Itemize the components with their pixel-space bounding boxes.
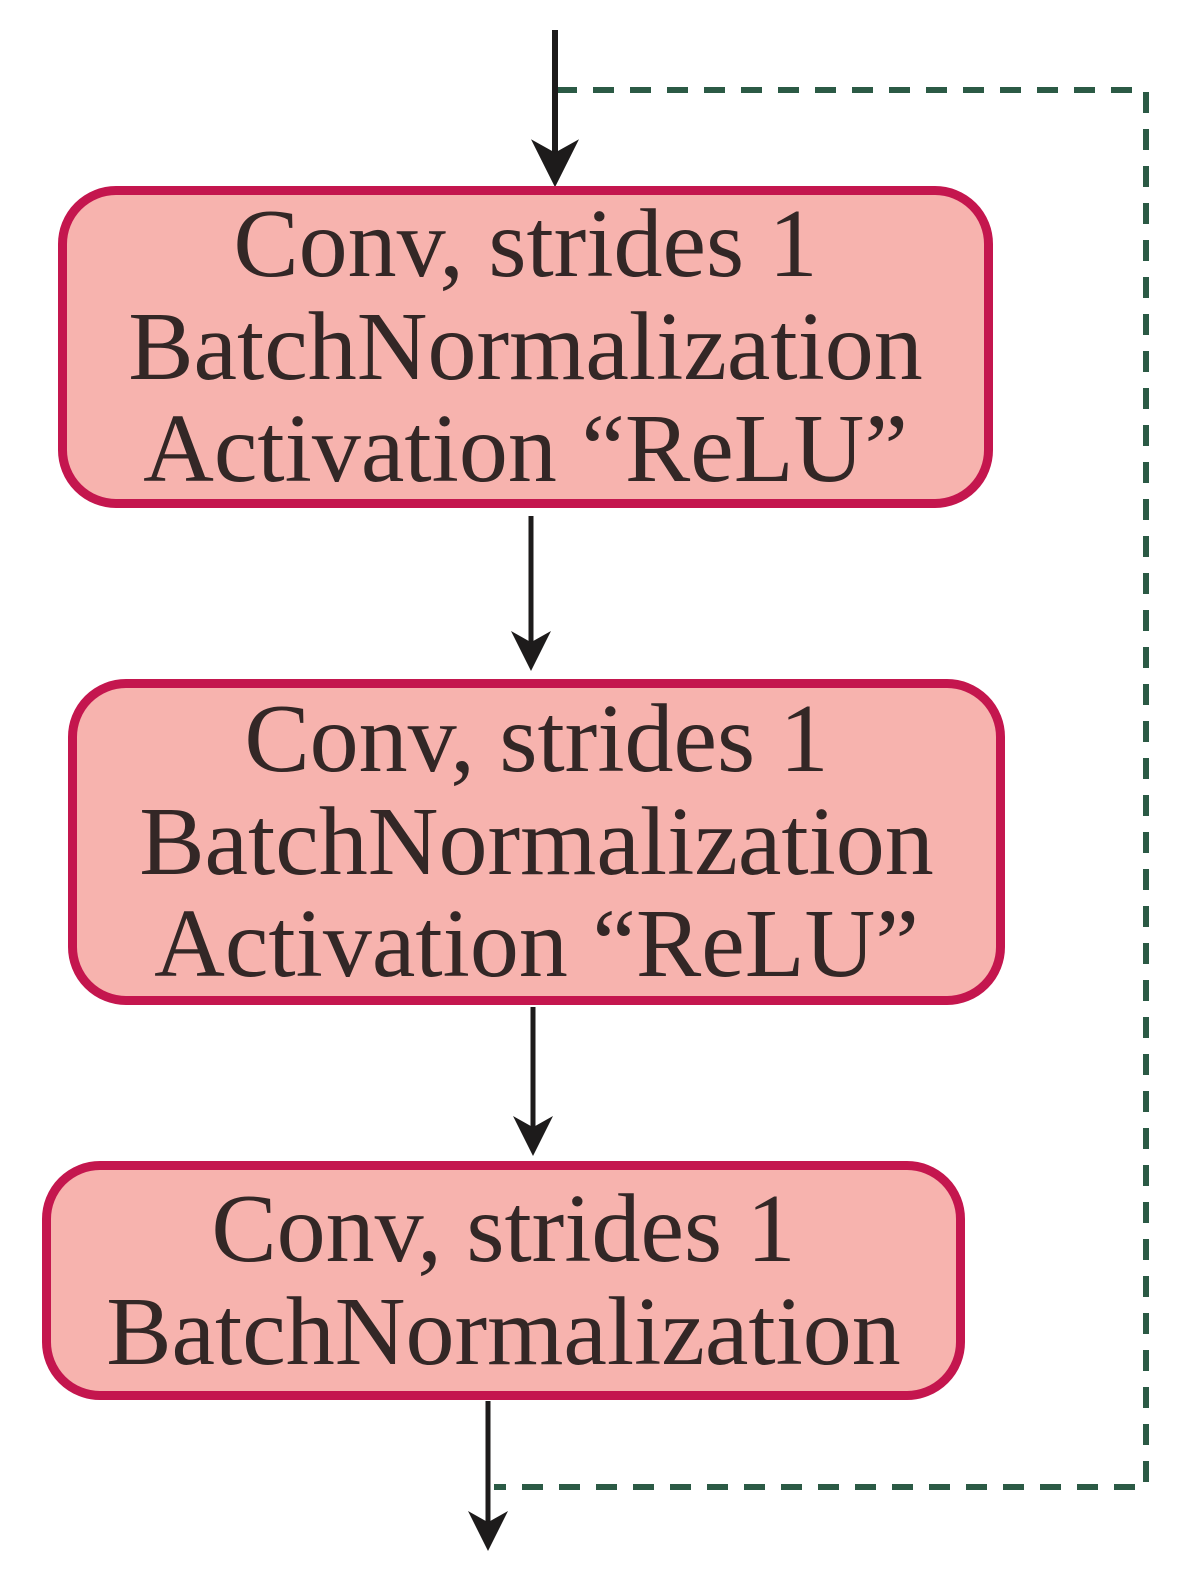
conv-block-2: Conv, strides 1 BatchNormalization Activ…	[68, 679, 1005, 1005]
conv-block-3: Conv, strides 1 BatchNormalization	[42, 1161, 965, 1400]
conv-block-1-line-1: Conv, strides 1	[233, 189, 818, 298]
conv-block-1: Conv, strides 1 BatchNormalization Activ…	[58, 186, 993, 508]
conv-block-1-line-2: BatchNormalization	[128, 292, 923, 401]
conv-block-3-line-2: BatchNormalization	[106, 1277, 901, 1386]
conv-block-3-line-1: Conv, strides 1	[211, 1174, 796, 1283]
conv-block-2-line-1: Conv, strides 1	[244, 684, 829, 793]
conv-block-1-line-3: Activation “ReLU”	[143, 395, 908, 504]
conv-block-2-line-3: Activation “ReLU”	[154, 890, 919, 999]
conv-block-2-line-2: BatchNormalization	[139, 787, 934, 896]
